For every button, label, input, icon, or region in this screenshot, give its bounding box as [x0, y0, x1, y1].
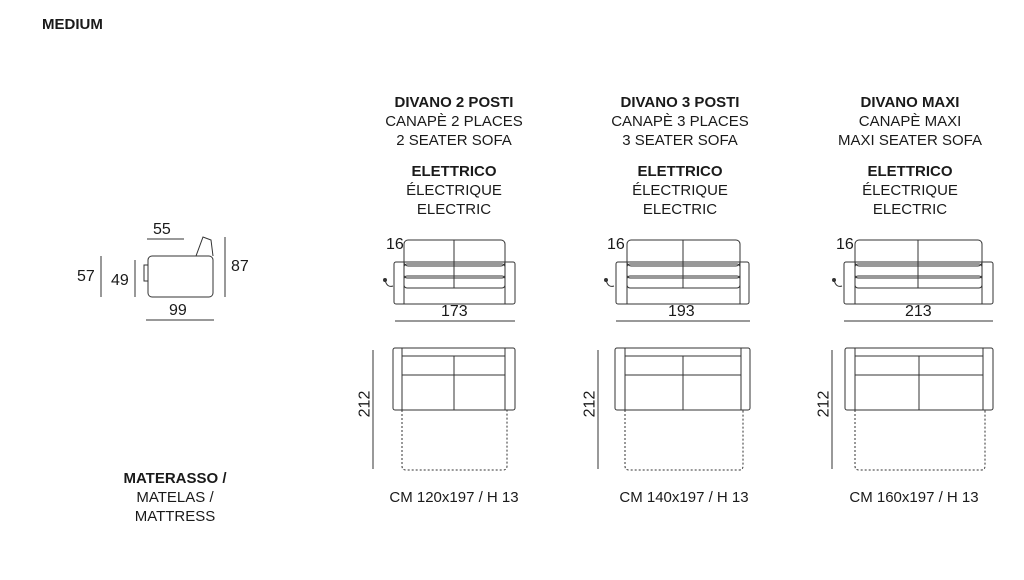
sofa-2-arm-dim: 16 [386, 236, 404, 253]
sofa-3-front-view [604, 239, 750, 322]
sofa-2-top-view [372, 347, 516, 471]
sofa-maxi-name-fr: CANAPÈ MAXI [858, 113, 962, 130]
sofa-3-name-it: DIVANO 3 POSTI [620, 94, 740, 111]
side-seat-height-label: 49 [111, 272, 129, 289]
mattress-label-en: MATTRESS [134, 508, 216, 525]
sofa-2-heading: DIVANO 2 POSTI CANAPÈ 2 PLACES 2 SEATER … [344, 93, 564, 219]
sofa-2-width-label: 173 [441, 303, 468, 320]
sofa-maxi-heading: DIVANO MAXI CANAPÈ MAXI MAXI SEATER SOFA… [800, 93, 1020, 219]
sofa-3-top-view [597, 347, 751, 471]
sofa-maxi-mattress-size: CM 160x197 / H 13 [849, 489, 979, 506]
sofa-maxi-name-en: MAXI SEATER SOFA [838, 132, 982, 149]
sofa-2-front-view [383, 239, 516, 322]
sofa-maxi-type-fr: ÉLECTRIQUE [862, 182, 958, 199]
mattress-label-fr: MATELAS / [136, 489, 214, 506]
sofa-maxi-front-view [832, 239, 994, 322]
sofa-3-type-it: ELETTRICO [637, 163, 723, 180]
sofa-maxi-open-depth-label: 212 [815, 390, 833, 418]
side-seat-body [147, 255, 214, 298]
sofa-maxi-width-label: 213 [905, 303, 932, 320]
sofa-3-width-label: 193 [668, 303, 695, 320]
sofa-3-type-en: ELECTRIC [642, 201, 718, 218]
side-handle [143, 264, 149, 282]
sofa-2-type-en: ELECTRIC [416, 201, 492, 218]
mattress-label: MATERASSO / MATELAS / MATTRESS [100, 469, 250, 526]
sofa-2-type-fr: ÉLECTRIQUE [406, 182, 502, 199]
side-view-drawing [100, 236, 226, 321]
sofa-2-name-fr: CANAPÈ 2 PLACES [385, 113, 523, 130]
sofa-maxi-arm-dim: 16 [836, 236, 854, 253]
sofa-2-type-it: ELETTRICO [411, 163, 497, 180]
sofa-3-heading: DIVANO 3 POSTI CANAPÈ 3 PLACES 3 SEATER … [570, 93, 790, 219]
sofa-3-open-depth-label: 212 [581, 390, 599, 418]
page-title: MEDIUM [42, 16, 103, 33]
sofa-maxi-name-it: DIVANO MAXI [860, 94, 960, 111]
sofa-3-name-en: 3 SEATER SOFA [622, 132, 738, 149]
side-backrest [195, 236, 214, 257]
sofa-3-name-fr: CANAPÈ 3 PLACES [611, 113, 749, 130]
side-height-outer-label: 57 [77, 268, 95, 285]
sofa-3-arm-dim: 16 [607, 236, 625, 253]
mattress-label-it: MATERASSO / [123, 470, 227, 487]
side-back-height-label: 87 [231, 258, 249, 275]
sofa-maxi-type-en: ELECTRIC [872, 201, 948, 218]
sofa-2-name-en: 2 SEATER SOFA [396, 132, 512, 149]
sofa-2-name-it: DIVANO 2 POSTI [394, 94, 514, 111]
sofa-3-type-fr: ÉLECTRIQUE [632, 182, 728, 199]
sofa-maxi-type-it: ELETTRICO [867, 163, 953, 180]
side-depth-bottom-label: 99 [169, 302, 187, 319]
sofa-2-open-depth-label: 212 [356, 390, 374, 418]
sofa-3-mattress-size: CM 140x197 / H 13 [619, 489, 749, 506]
sofa-2-mattress-size: CM 120x197 / H 13 [389, 489, 519, 506]
sofa-maxi-top-view [831, 347, 994, 471]
side-depth-top-label: 55 [153, 221, 171, 238]
